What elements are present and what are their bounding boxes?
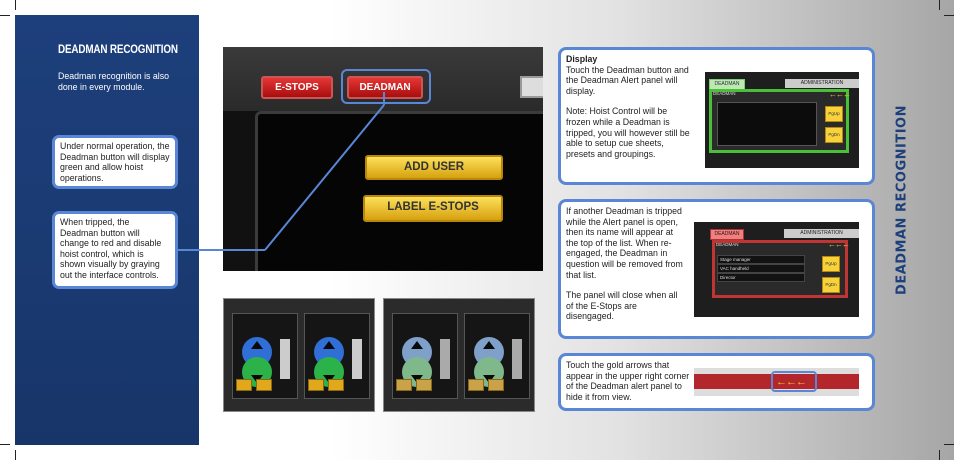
page-title-vertical-text: DEADMAN RECOGNITION <box>894 105 910 295</box>
crop-mark <box>15 450 16 460</box>
estops-button[interactable]: E-STOPS <box>261 76 333 99</box>
sidebar-title: DEADMAN RECOGNITION <box>58 44 178 56</box>
preset-button <box>308 379 324 391</box>
sidebar-intro: Deadman recognition is also done in ever… <box>58 71 170 92</box>
callout-normal-operation: Under normal operation, the Deadman butt… <box>52 135 178 189</box>
display-heading: Display <box>566 54 598 64</box>
mini-screen-arrows: ←←← <box>694 368 859 396</box>
callout-tripped: When tripped, the Deadman button will ch… <box>52 211 178 289</box>
crop-mark <box>0 15 10 16</box>
hide-arrows-icon[interactable]: ←←← <box>828 240 850 249</box>
list-item: Director <box>717 273 805 282</box>
crop-mark <box>944 444 954 445</box>
list-item: VAC handheld <box>717 264 805 273</box>
admin-tab: ADMINISTRATION <box>784 229 859 238</box>
screenshot-content-frame <box>255 111 543 271</box>
label-estops-button[interactable]: LABEL E-STOPS <box>363 195 503 222</box>
hide-arrows-icon[interactable]: ←←← <box>829 90 851 99</box>
preset-button <box>328 379 344 391</box>
deadman-highlight <box>341 69 431 104</box>
toolbar-button[interactable] <box>520 76 543 98</box>
pgup-button[interactable]: PgUp <box>822 256 840 272</box>
crop-mark <box>939 0 940 10</box>
deadman-list <box>717 102 817 146</box>
add-user-button[interactable]: ADD USER <box>365 155 503 180</box>
crop-mark <box>15 0 16 10</box>
hoist-slider <box>352 339 362 379</box>
mini-screen-display: DEADMAN ADMINISTRATION DEADMAN ←←← PgUp … <box>705 72 859 168</box>
preset-button <box>236 379 252 391</box>
hoist-slider <box>440 339 450 379</box>
pgdn-button[interactable]: PgDn <box>825 127 843 143</box>
crop-mark <box>0 444 10 445</box>
preset-button <box>256 379 272 391</box>
deadman-tab: DEADMAN <box>710 229 744 240</box>
display-body: Touch the Deadman button and the Deadman… <box>566 64 689 96</box>
hide-arrows-icon[interactable]: ←←← <box>776 376 807 388</box>
preset-button <box>396 379 412 391</box>
thumbnail-normal <box>223 298 375 412</box>
pgdn-button[interactable]: PgDn <box>822 277 840 293</box>
alert-panel-bar <box>694 374 859 389</box>
hoist-slider <box>512 339 522 379</box>
tripped-body: If another Deadman is tripped while the … <box>566 206 683 280</box>
hoist-slider <box>280 339 290 379</box>
crop-mark <box>939 450 940 460</box>
arrows-highlight <box>771 371 817 392</box>
thumbnail-tripped <box>383 298 535 412</box>
mini-screen-tripped: DEADMAN ADMINISTRATION DEADMAN ←←← Stage… <box>694 222 859 317</box>
pgup-button[interactable]: PgUp <box>825 106 843 122</box>
crop-mark <box>944 15 954 16</box>
tripped-close-note: The panel will close when all of the E-S… <box>566 290 678 322</box>
alert-panel-label: DEADMAN <box>713 91 736 96</box>
preset-button <box>416 379 432 391</box>
main-screenshot: E-STOPS DEADMAN ADD USER LABEL E-STOPS <box>223 47 543 271</box>
list-item: Stage manager <box>717 255 805 264</box>
preset-button <box>468 379 484 391</box>
admin-tab: ADMINISTRATION <box>785 79 859 88</box>
display-note: Note: Hoist Control will be frozen while… <box>566 106 690 159</box>
alert-panel-label: DEADMAN <box>716 242 739 247</box>
preset-button <box>488 379 504 391</box>
arrows-body: Touch the gold arrows that appear in the… <box>566 360 690 402</box>
